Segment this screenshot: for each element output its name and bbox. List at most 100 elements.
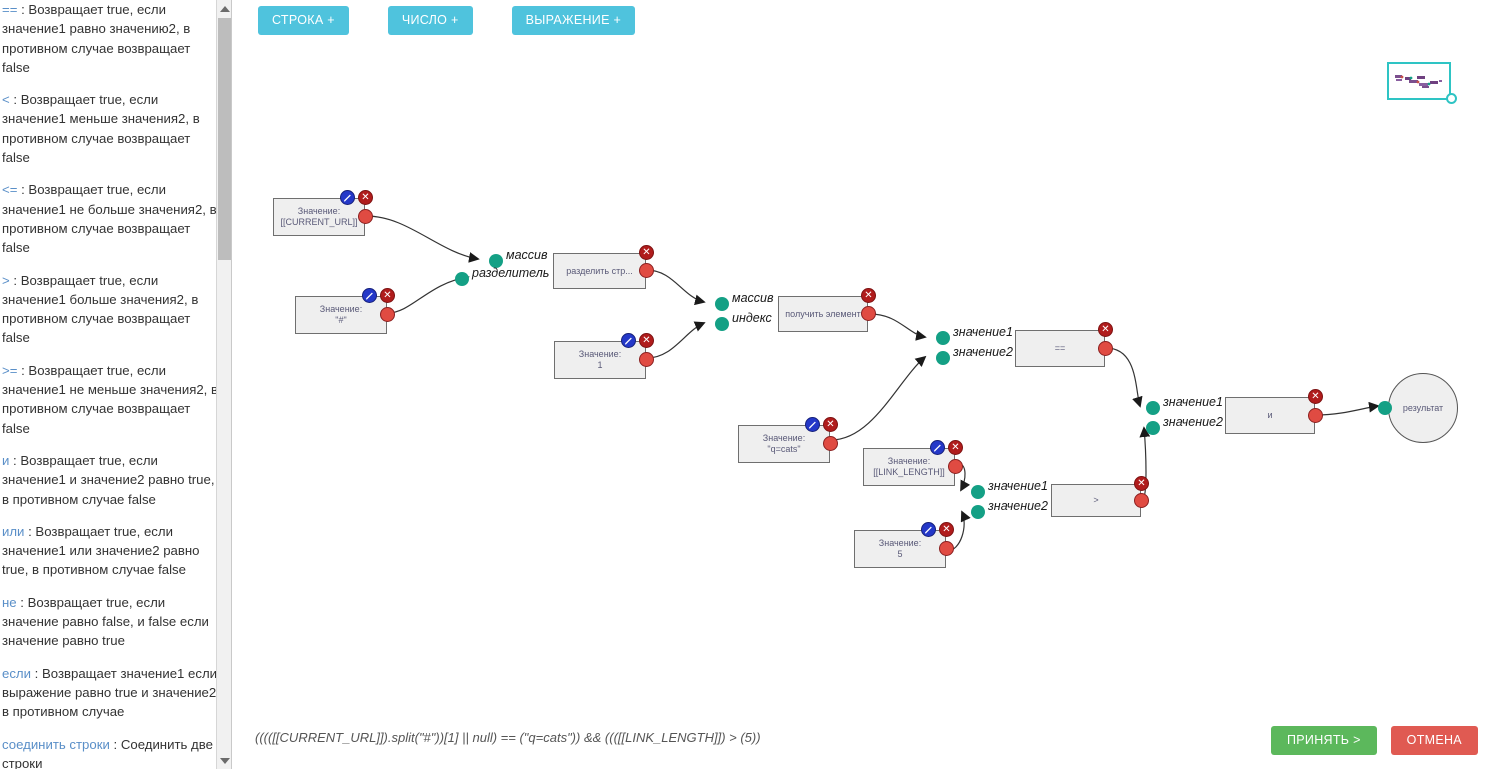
help-item: соединить строки : Соединить две строки — [2, 735, 220, 769]
graph-node-op_and[interactable]: и — [1225, 397, 1315, 434]
node-graph[interactable]: Значение:[[CURRENT_URL]]✕Значение:"#"✕ра… — [233, 0, 1490, 769]
close-icon[interactable]: ✕ — [639, 333, 654, 348]
close-icon[interactable]: ✕ — [358, 190, 373, 205]
output-pin[interactable] — [939, 541, 954, 556]
help-item: == : Возвращает true, если значение1 рав… — [2, 0, 220, 77]
close-icon[interactable]: ✕ — [823, 417, 838, 432]
output-pin[interactable] — [823, 436, 838, 451]
input-pin[interactable] — [715, 297, 729, 311]
close-icon[interactable]: ✕ — [939, 522, 954, 537]
add-number-button[interactable]: ЧИСЛО + — [387, 6, 473, 35]
add-string-button[interactable]: СТРОКА + — [258, 6, 349, 35]
input-pin[interactable] — [971, 505, 985, 519]
input-pin[interactable] — [1146, 421, 1160, 435]
port-label: массив — [732, 291, 774, 305]
node-value: [[LINK_LENGTH]] — [873, 467, 945, 477]
graph-canvas[interactable]: СТРОКА + ЧИСЛО + ВЫРАЖЕНИЕ + — [233, 0, 1490, 769]
pencil-icon[interactable] — [340, 190, 355, 205]
node-title: Значение: — [878, 538, 922, 548]
pencil-icon[interactable] — [362, 288, 377, 303]
port-label: разделитель — [472, 266, 550, 280]
scroll-up-button[interactable] — [217, 0, 231, 17]
node-value-label: Значение:[[CURRENT_URL]] — [274, 206, 363, 228]
graph-node-op_split[interactable]: разделить стр... — [553, 253, 646, 289]
add-expression-button[interactable]: ВЫРАЖЕНИЕ + — [511, 6, 636, 35]
node-value: "#" — [335, 315, 347, 325]
scrollbar-thumb[interactable] — [218, 18, 231, 260]
help-item-keyword: или — [2, 523, 29, 539]
input-pin[interactable] — [936, 351, 950, 365]
input-pin[interactable] — [1146, 401, 1160, 415]
output-pin[interactable] — [639, 352, 654, 367]
help-item-text: : Возвращает true, если значение1 не мен… — [2, 362, 219, 436]
input-pin[interactable] — [971, 485, 985, 499]
port-label: значение1 — [953, 325, 1013, 339]
close-icon[interactable]: ✕ — [380, 288, 395, 303]
footer-actions: ПРИНЯТЬ > ОТМЕНА — [1271, 726, 1478, 755]
help-item: не : Возвращает true, если значение равн… — [2, 593, 220, 651]
graph-node-op_eq[interactable]: == — [1015, 330, 1105, 367]
minimap[interactable] — [1387, 62, 1451, 100]
node-op-label: разделить стр... — [566, 265, 633, 276]
output-pin[interactable] — [358, 209, 373, 224]
input-pin[interactable] — [936, 331, 950, 345]
help-item-text: : Возвращает true, если значение1 меньше… — [2, 92, 200, 166]
node-op-label: == — [1054, 343, 1066, 353]
close-icon[interactable]: ✕ — [1098, 322, 1113, 337]
graph-node-op_get_elem[interactable]: получить элемент — [778, 296, 868, 332]
close-icon[interactable]: ✕ — [639, 245, 654, 260]
node-value-label: Значение:"#" — [314, 304, 368, 326]
sidebar-scrollbar[interactable] — [216, 0, 231, 769]
input-pin[interactable] — [489, 254, 503, 268]
close-icon[interactable]: ✕ — [948, 440, 963, 455]
help-item-text: : Соединить две строки — [2, 736, 213, 769]
output-pin[interactable] — [639, 263, 654, 278]
accept-button[interactable]: ПРИНЯТЬ > — [1271, 726, 1377, 755]
output-pin[interactable] — [380, 307, 395, 322]
node-value-label: Значение:[[LINK_LENGTH]] — [867, 456, 951, 478]
node-title: Значение: — [297, 206, 341, 216]
help-item: < : Возвращает true, если значение1 мень… — [2, 90, 220, 167]
graph-node-op_gt[interactable]: > — [1051, 484, 1141, 517]
close-icon[interactable]: ✕ — [861, 288, 876, 303]
node-title: Значение: — [887, 456, 931, 466]
pencil-icon[interactable] — [805, 417, 820, 432]
node-op-label: и — [1267, 410, 1273, 420]
help-item: или : Возвращает true, если значение1 ил… — [2, 522, 220, 580]
help-item: >= : Возвращает true, если значение1 не … — [2, 361, 220, 438]
node-value-label: Значение:1 — [573, 349, 627, 371]
minimap-resize-handle[interactable] — [1446, 93, 1457, 104]
node-value: "q=cats" — [767, 444, 801, 454]
pencil-icon[interactable] — [930, 440, 945, 455]
node-op-label: > — [1093, 495, 1099, 505]
help-sidebar: == : Возвращает true, если значение1 рав… — [0, 0, 232, 769]
output-pin[interactable] — [861, 306, 876, 321]
help-list: == : Возвращает true, если значение1 рав… — [0, 0, 228, 769]
result-label: результат — [1402, 403, 1444, 413]
help-item: если : Возвращает значение1 если выражен… — [2, 664, 220, 722]
help-item-text: : Возвращает значение1 если выражение ра… — [2, 665, 218, 720]
close-icon[interactable]: ✕ — [1134, 476, 1149, 491]
node-value-label: Значение:5 — [873, 538, 927, 560]
output-pin[interactable] — [1134, 492, 1149, 508]
result-node[interactable]: результат — [1388, 373, 1458, 443]
node-op-label: получить элемент — [785, 308, 861, 319]
pencil-icon[interactable] — [921, 522, 936, 537]
cancel-button[interactable]: ОТМЕНА — [1390, 726, 1478, 755]
output-pin[interactable] — [1098, 340, 1113, 356]
pencil-icon[interactable] — [621, 333, 636, 348]
scroll-down-button[interactable] — [217, 752, 231, 769]
result-input-pin[interactable] — [1378, 401, 1392, 415]
help-item-keyword: не — [2, 594, 21, 610]
output-pin[interactable] — [1308, 407, 1323, 423]
help-item: и : Возвращает true, если значение1 и зн… — [2, 451, 220, 509]
close-icon[interactable]: ✕ — [1308, 389, 1323, 404]
input-pin[interactable] — [715, 317, 729, 331]
help-item-keyword: > — [2, 272, 14, 288]
input-pin[interactable] — [455, 272, 469, 286]
node-title: Значение: — [319, 304, 363, 314]
output-pin[interactable] — [948, 459, 963, 474]
help-item-text: : Возвращает true, если значение1 и знач… — [2, 452, 215, 507]
help-item-keyword: и — [2, 452, 14, 468]
